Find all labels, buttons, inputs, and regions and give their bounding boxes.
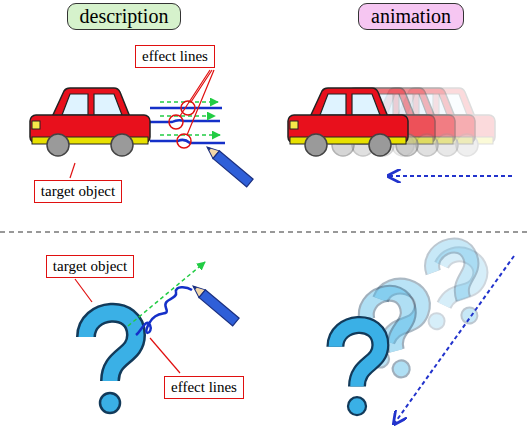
separator bbox=[0, 231, 531, 232]
label-text: effect lines bbox=[142, 48, 208, 65]
label-text: description bbox=[80, 5, 169, 28]
label-text: animation bbox=[371, 5, 451, 28]
label-text: target object bbox=[41, 183, 115, 200]
effect-lines-drawing bbox=[150, 70, 225, 148]
callout-box: effect lines bbox=[164, 376, 244, 399]
pencil bbox=[190, 282, 239, 326]
label-text: effect lines bbox=[171, 379, 237, 396]
callout-box: target object bbox=[34, 180, 122, 203]
leader-line bbox=[150, 338, 180, 373]
callout-box: target object bbox=[46, 255, 134, 278]
title-tab: animation bbox=[358, 3, 464, 30]
leader-line bbox=[75, 279, 92, 302]
question-mark bbox=[86, 313, 136, 413]
car bbox=[30, 88, 150, 156]
question-animation bbox=[335, 240, 514, 424]
effect-line bbox=[136, 287, 192, 335]
leader-line bbox=[70, 163, 75, 178]
pencil bbox=[204, 143, 253, 187]
callout-box: effect lines bbox=[135, 45, 215, 68]
label-text: target object bbox=[53, 258, 127, 275]
car-animation bbox=[288, 88, 512, 176]
motion-arrow bbox=[128, 262, 205, 326]
title-tab: description bbox=[67, 3, 182, 30]
